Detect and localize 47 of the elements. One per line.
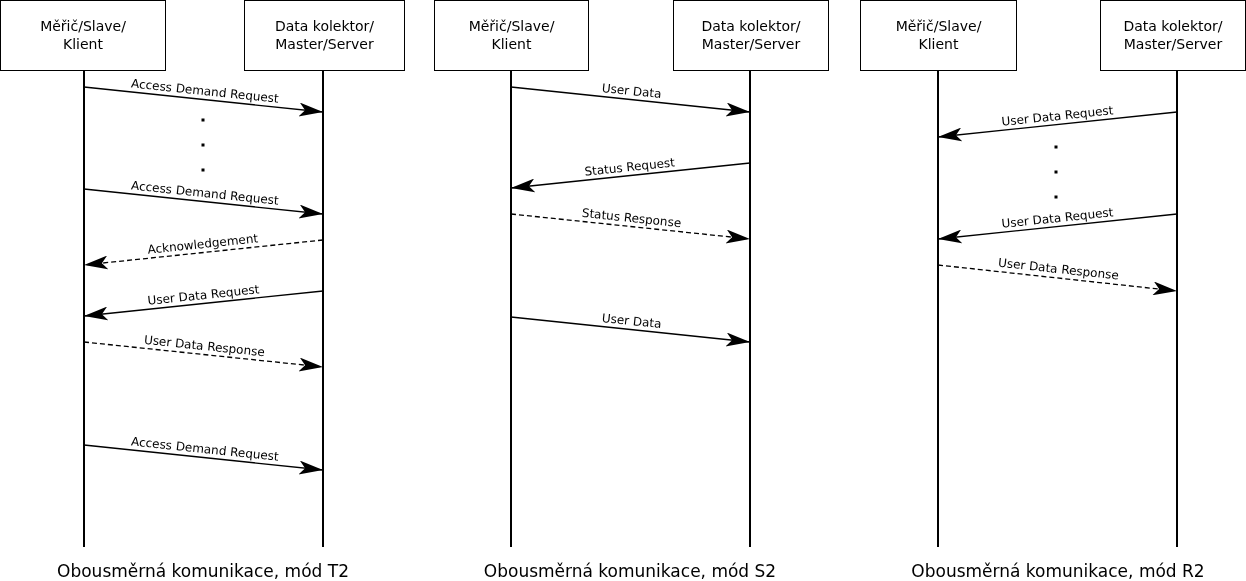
- dashed-arrow: [83, 341, 324, 372]
- diagram-caption: Obousměrná komunikace, mód T2: [57, 561, 349, 581]
- message-arrow: [83, 86, 324, 117]
- lifeline: [749, 71, 751, 547]
- lifeline: [510, 71, 512, 547]
- participant-box: [244, 0, 405, 71]
- edge-label: Access Demand Request: [129, 178, 279, 208]
- edge-label: Status Request: [583, 155, 676, 179]
- edge-label: User Data Request: [1000, 205, 1114, 231]
- edge-label: Access Demand Request: [129, 434, 279, 464]
- dashed-arrow: [83, 239, 324, 270]
- edge-label: User Data Response: [997, 256, 1120, 283]
- edge-label: Access Demand Request: [129, 76, 279, 106]
- lifeline: [322, 71, 324, 547]
- edge-label: User Data Response: [143, 333, 266, 359]
- lifeline: [83, 71, 85, 547]
- lifeline: [937, 71, 939, 547]
- message-arrow: [510, 162, 751, 193]
- message-arrow: [83, 444, 324, 475]
- participant-name: Data kolektor/ Master/Server: [700, 18, 802, 53]
- message-arrow: [510, 316, 751, 347]
- message-arrow: [83, 290, 324, 321]
- participant-box: [673, 0, 829, 71]
- edge-label: User Data Request: [1000, 103, 1114, 129]
- dashed-arrow: [510, 213, 751, 244]
- participant-name: Data kolektor/ Master/Server: [1122, 18, 1224, 53]
- edge-label: Acknowledgement: [146, 231, 259, 257]
- dashed-arrow: [937, 264, 1178, 296]
- participant-name: Měřič/Slave/ Klient: [39, 18, 127, 53]
- edge-label: User Data Request: [146, 282, 260, 308]
- participant-name: Data kolektor/ Master/Server: [273, 18, 376, 53]
- diagram-caption: Obousměrná komunikace, mód R2: [911, 561, 1205, 581]
- message-arrow: [510, 86, 751, 117]
- participant-box: [1100, 0, 1246, 71]
- message-arrow: [937, 111, 1178, 142]
- participant-box: [0, 0, 166, 71]
- edge-label: User Data: [600, 311, 662, 331]
- lifeline: [1176, 71, 1178, 547]
- edge-label: User Data: [600, 81, 662, 101]
- edge-label: Status Response: [580, 206, 682, 230]
- participant-name: Měřič/Slave/ Klient: [894, 18, 983, 53]
- participant-box: [434, 0, 589, 71]
- message-arrow: [937, 213, 1178, 244]
- message-arrow: [83, 188, 324, 219]
- participant-name: Měřič/Slave/ Klient: [467, 18, 556, 53]
- participant-box: [860, 0, 1017, 71]
- diagram-caption: Obousměrná komunikace, mód S2: [483, 561, 777, 581]
